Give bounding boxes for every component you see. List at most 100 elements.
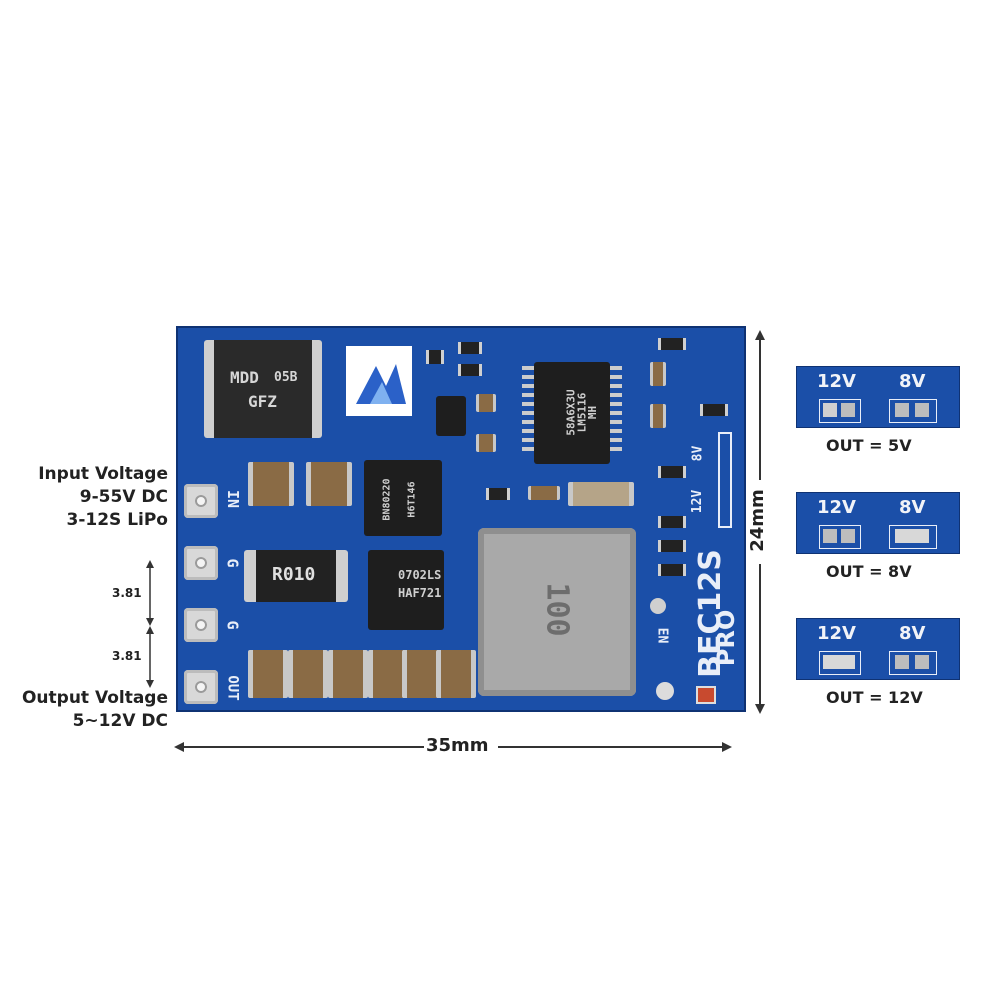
pin-label-out: OUT — [224, 675, 241, 701]
board-jumper-12v-label: 12V — [690, 489, 706, 514]
input-capacitor-1 — [248, 462, 294, 506]
jumper-example-12v: 12V 8V — [796, 618, 960, 680]
mosfet-2: 0702LS HAF721 — [368, 550, 444, 630]
small-regulator-chip — [436, 396, 466, 436]
jumper-pad — [895, 655, 909, 669]
pin-in-pad — [184, 484, 218, 518]
small-part-223-b — [658, 516, 686, 528]
jumper-example-8v: 12V 8V — [796, 492, 960, 554]
width-dimension-arrow — [174, 742, 732, 752]
smd-resistor-2 — [458, 342, 482, 354]
jumper-solder-bridge — [895, 529, 929, 543]
output-capacitor-1 — [248, 650, 288, 698]
input-voltage-title: Input Voltage — [38, 464, 168, 484]
pin-label-g1: G — [223, 558, 242, 568]
jumper-example-8v-right-label: 8V — [899, 497, 926, 518]
input-voltage-range: 9-55V DC — [79, 487, 168, 507]
input-capacitor-2 — [306, 462, 352, 506]
mosfet1-marking-2: H6T146 — [406, 481, 418, 518]
small-part-101 — [658, 564, 686, 576]
status-led — [696, 686, 716, 704]
output-capacitor-6 — [436, 650, 476, 698]
small-cap-right-1 — [650, 362, 666, 386]
small-part-010-a — [658, 338, 686, 350]
jumper-example-12v-right-label: 8V — [899, 623, 926, 644]
jumper-example-8v-caption: OUT = 8V — [826, 562, 912, 581]
output-capacitor-2 — [288, 650, 328, 698]
jumper-example-5v-left-label: 12V — [817, 371, 856, 392]
controller-ic-pins — [522, 366, 622, 451]
output-capacitor-3 — [328, 650, 368, 698]
pcb-board: IN G G OUT MDD 05B GFZ 58A6X3U LM5116 MH — [176, 326, 746, 712]
smd-capacitor-2 — [476, 434, 496, 452]
output-voltage-range: 5~12V DC — [72, 711, 168, 731]
jumper-pad — [823, 403, 837, 417]
jumper-12v-frame — [819, 525, 861, 549]
pitch-label-1: 3.81 — [112, 586, 142, 600]
small-part-223-a — [658, 466, 686, 478]
input-voltage-cells: 3-12S LiPo — [66, 510, 168, 530]
board-model-sub-label: PRO — [712, 609, 741, 667]
small-cap-right-2 — [650, 404, 666, 428]
smd-resistor-1 — [426, 350, 444, 364]
pin-g1-pad — [184, 546, 218, 580]
output-capacitor-4 — [368, 650, 408, 698]
jumper-pad — [841, 403, 855, 417]
jumper-8v-frame — [889, 651, 937, 675]
smd-capacitor-1 — [476, 394, 496, 412]
mosfet-1: BN80220 H6T146 — [364, 460, 442, 536]
controller-ic: 58A6X3U LM5116 MH — [534, 362, 610, 464]
output-voltage-title: Output Voltage — [21, 688, 168, 708]
pin-label-g2: G — [223, 620, 242, 630]
power-inductor: 100 — [478, 528, 636, 696]
small-part-010-b — [658, 540, 686, 552]
mounting-hole — [656, 682, 674, 700]
jumper-example-12v-caption: OUT = 12V — [826, 688, 923, 707]
jumper-pad — [915, 403, 929, 417]
pin-label-in: IN — [224, 489, 243, 509]
shunt-marking: R010 — [272, 564, 316, 585]
jumper-12v-frame — [819, 399, 861, 423]
jumper-12v-frame — [819, 651, 861, 675]
brand-logo-icon — [356, 364, 406, 404]
board-jumper-8v-label: 8V — [690, 445, 706, 462]
inductor-marking: 100 — [539, 582, 575, 637]
pin-g2-pad — [184, 608, 218, 642]
smd-capacitor-3 — [528, 486, 560, 500]
jumper-pad — [841, 529, 855, 543]
diode-marking-2: 05B — [274, 370, 298, 385]
mosfet1-marking-1: BN80220 — [381, 478, 393, 521]
pitch-label-2: 3.81 — [112, 649, 142, 663]
height-dimension-arrow — [755, 330, 765, 714]
jumper-example-5v-right-label: 8V — [899, 371, 926, 392]
smd-resistor-3 — [458, 364, 482, 376]
jumper-pad — [823, 529, 837, 543]
small-part-2k8 — [700, 404, 728, 416]
jumper-pad — [895, 403, 909, 417]
mosfet2-marking-1: 0702LS — [398, 568, 442, 582]
board-en-label: EN — [654, 627, 670, 644]
jumper-example-8v-left-label: 12V — [817, 497, 856, 518]
diode-marking-1: MDD — [230, 368, 259, 387]
jumper-example-5v: 12V 8V — [796, 366, 960, 428]
pin-out-pad — [184, 670, 218, 704]
jumper-example-12v-left-label: 12V — [817, 623, 856, 644]
board-jumper-pads — [718, 432, 732, 528]
schottky-diode: MDD 05B GFZ — [204, 340, 322, 438]
width-dimension-label: 35mm — [426, 735, 489, 756]
jumper-8v-frame — [889, 399, 937, 423]
jumper-solder-bridge — [823, 655, 855, 669]
diode-marking-3: GFZ — [248, 392, 277, 411]
en-pad — [650, 598, 666, 614]
mosfet2-marking-2: HAF721 — [398, 586, 442, 600]
pitch-arrows — [146, 560, 154, 688]
output-capacitor-5 — [402, 650, 442, 698]
height-dimension-label: 24mm — [746, 489, 768, 552]
jumper-example-5v-caption: OUT = 5V — [826, 436, 912, 455]
jumper-8v-frame — [889, 525, 937, 549]
brand-logo — [346, 346, 412, 416]
smd-resistor-4 — [486, 488, 510, 500]
smd-capacitor-4 — [568, 482, 634, 506]
shunt-resistor: R010 — [244, 550, 348, 602]
jumper-pad — [915, 655, 929, 669]
